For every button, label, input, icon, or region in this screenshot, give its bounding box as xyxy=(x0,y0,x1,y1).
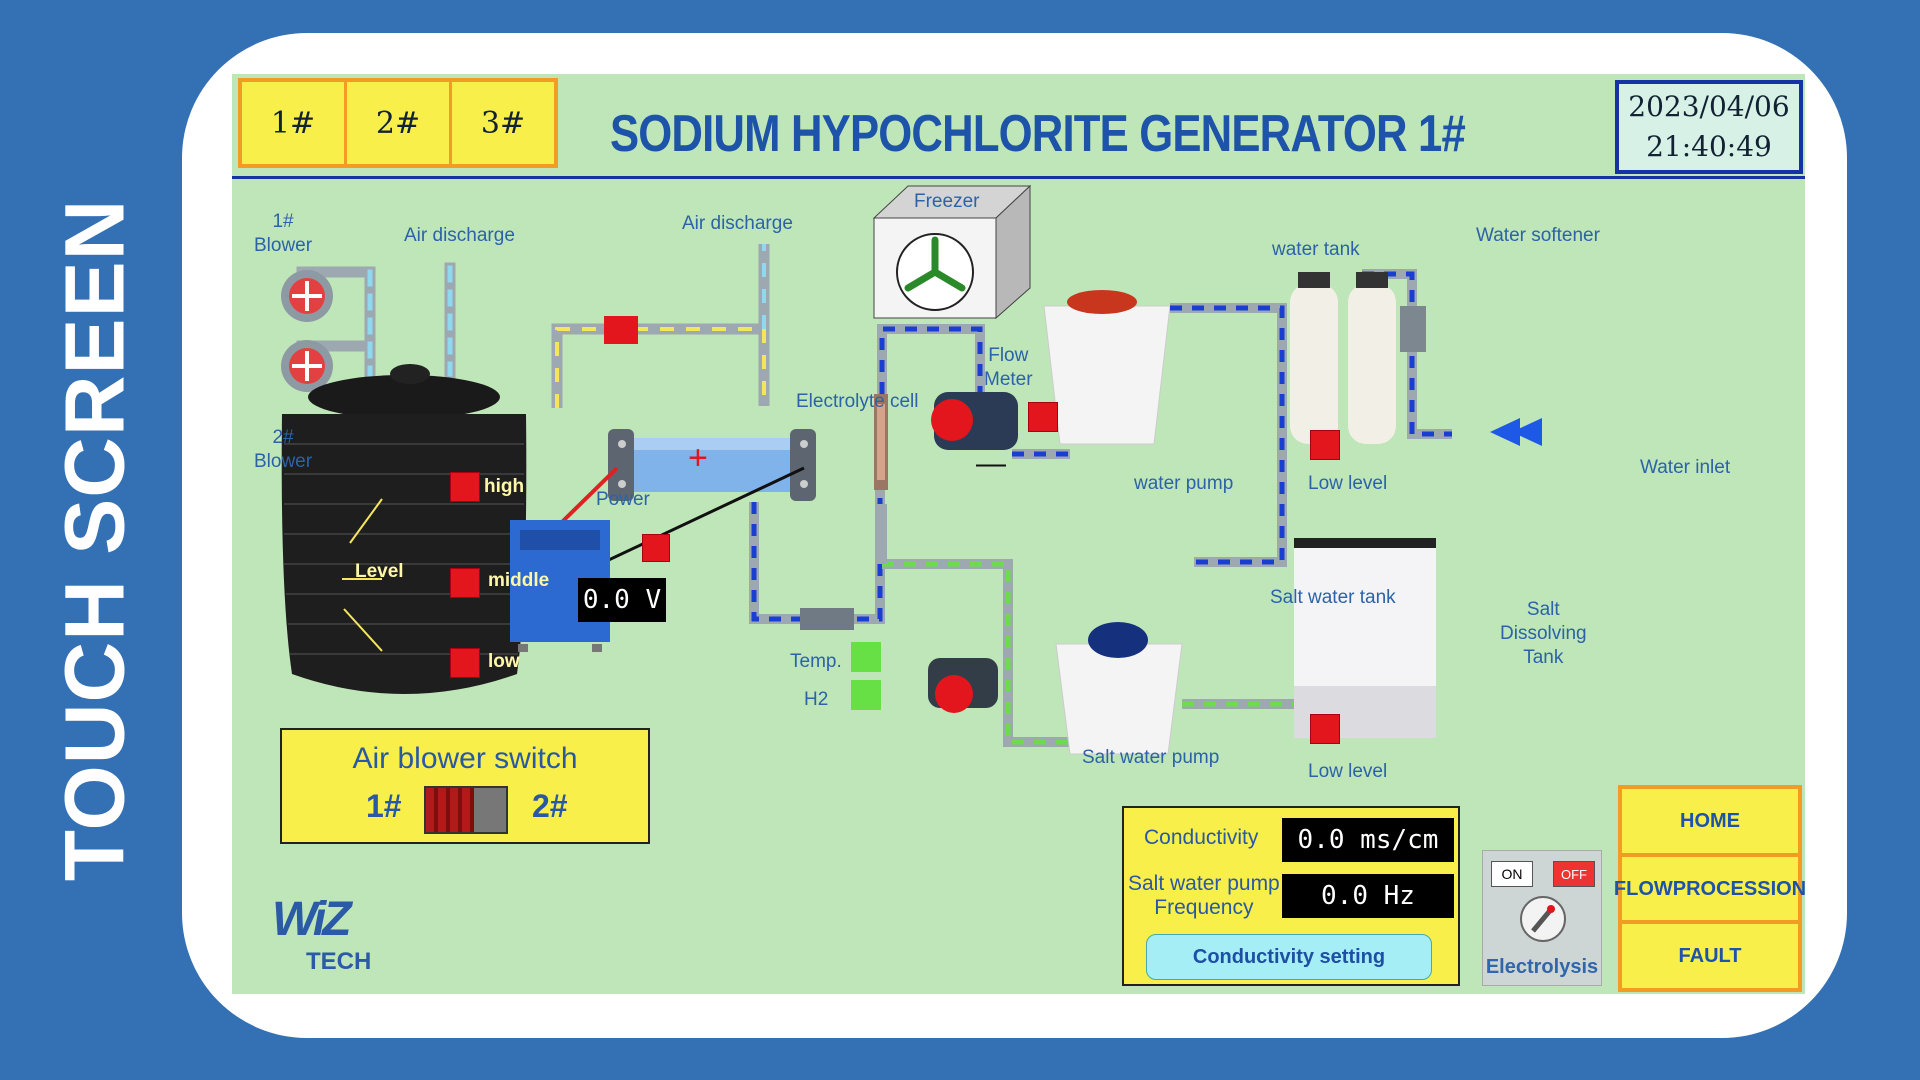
blower-2-icon xyxy=(281,340,333,392)
top-bar: 1# 2# 3# SODIUM HYPOCHLORITE GENERATOR 1… xyxy=(232,74,1805,179)
conductivity-label: Conductivity xyxy=(1144,826,1259,849)
h2-label: H2 xyxy=(804,689,829,710)
level-middle-indicator xyxy=(450,568,480,598)
blower-2-label: 2#Blower xyxy=(254,427,313,472)
water-pump-icon xyxy=(931,392,1018,450)
water-tank-low-level-indicator xyxy=(1310,430,1340,460)
low-level-label-2: Low level xyxy=(1308,761,1388,782)
electrolyte-cell-icon xyxy=(608,429,816,501)
electrolysis-label: Electrolysis xyxy=(1485,956,1599,978)
water-pump-label: water pump xyxy=(1134,473,1234,494)
freezer-label: Freezer xyxy=(914,191,980,212)
generator-tabs: 1# 2# 3# xyxy=(238,78,558,168)
inlet-arrow-icon xyxy=(1490,418,1542,446)
freezer-icon: Freezer xyxy=(872,184,1032,320)
date-text: 2023/04/06 xyxy=(1628,90,1790,123)
electrolysis-off-button[interactable]: OFF xyxy=(1553,861,1595,887)
salt-water-tank-icon xyxy=(1055,622,1183,755)
blower-1-label: 1#Blower xyxy=(254,211,313,256)
home-button[interactable]: HOME xyxy=(1622,789,1798,857)
blower-1-icon xyxy=(281,270,333,322)
electrolyte-cell-label: Electrolyte cell xyxy=(796,391,919,412)
salt-water-pump-icon xyxy=(928,658,998,713)
water-pump-pipe xyxy=(877,324,1070,459)
temp-label: Temp. xyxy=(790,651,842,672)
wiz-tech-logo: WiZ TECH xyxy=(272,892,382,982)
water-inlet-label: Water inlet xyxy=(1640,457,1731,478)
page-title: SODIUM HYPOCHLORITE GENERATOR 1# xyxy=(610,105,1466,163)
air-discharge-pipe xyxy=(551,244,770,408)
level-middle-label: middle xyxy=(488,570,550,591)
time-text: 21:40:49 xyxy=(1646,130,1772,163)
positive-wire xyxy=(560,466,619,524)
tab-generator-1[interactable]: 1# xyxy=(242,82,347,164)
water-tank-label: water tank xyxy=(1272,239,1360,260)
salt-pump-frequency-display: 0.0 Hz xyxy=(1282,874,1454,918)
air-discharge-label-1: Air discharge xyxy=(404,225,515,246)
salt-water-tank-label: Salt water tank xyxy=(1270,587,1396,608)
hmi-screen: 1# 2# 3# SODIUM HYPOCHLORITE GENERATOR 1… xyxy=(232,74,1805,994)
h2-indicator xyxy=(851,680,881,710)
level-high-indicator xyxy=(450,472,480,502)
fault-button[interactable]: FAULT xyxy=(1678,945,1742,968)
level-pointer-lines xyxy=(342,498,383,652)
plus-terminal-label: + xyxy=(688,439,708,477)
level-high-label: high xyxy=(484,476,525,497)
air-blower-switch-panel: Air blower switch 1# 2# xyxy=(280,728,650,844)
salt-dissolving-tank-icon xyxy=(1294,538,1436,738)
main-tank-icon xyxy=(281,364,527,694)
salt-water-pump-label: Salt water pump xyxy=(1082,747,1220,768)
water-tank-icon xyxy=(1043,290,1171,445)
salt-tank-low-level-indicator xyxy=(1310,714,1340,744)
level-low-label: low xyxy=(488,651,520,672)
side-label: TOUCH SCREEN xyxy=(47,198,142,882)
tab-generator-3[interactable]: 3# xyxy=(480,105,526,141)
selector-knob-icon[interactable] xyxy=(1513,889,1573,949)
minus-terminal-label: — xyxy=(976,447,1006,480)
air-blower-toggle[interactable] xyxy=(424,786,508,834)
blower-pipes xyxy=(296,262,456,400)
air-discharge-label-2: Air discharge xyxy=(682,213,793,234)
power-label: Power xyxy=(596,489,650,510)
flow-meter-icon xyxy=(874,394,888,490)
datetime-display: 2023/04/06 21:40:49 xyxy=(1615,80,1803,174)
level-low-indicator xyxy=(450,648,480,678)
logo-mark: WiZ xyxy=(272,893,352,946)
inlet-valve-icon xyxy=(1400,306,1426,352)
logo-sub: TECH xyxy=(306,948,372,975)
low-level-label-1: Low level xyxy=(1308,473,1388,494)
electrolysis-on-button[interactable]: ON xyxy=(1491,861,1533,887)
temp-indicator xyxy=(851,642,881,672)
air-blower-left-label: 1# xyxy=(366,788,402,824)
level-label: Level xyxy=(355,561,404,582)
air-blower-right-label: 2# xyxy=(532,788,568,824)
water-softener-label: Water softener xyxy=(1476,225,1600,246)
power-voltage-display: 0.0 V xyxy=(578,578,666,622)
water-softener-icon xyxy=(1290,272,1396,444)
conductivity-display: 0.0 ms/cm xyxy=(1282,818,1454,862)
conductivity-setting-button[interactable]: Conductivity setting xyxy=(1146,934,1432,980)
flow-meter-indicator xyxy=(1028,402,1058,432)
electrolysis-switch-panel: ON OFF Electrolysis xyxy=(1482,850,1602,986)
salt-water-pipe xyxy=(877,504,1294,747)
tab-generator-2[interactable]: 2# xyxy=(347,82,452,164)
cell-loop-pipe xyxy=(749,394,885,630)
air-blower-switch-title: Air blower switch xyxy=(352,742,578,775)
power-status-indicator xyxy=(642,534,670,562)
